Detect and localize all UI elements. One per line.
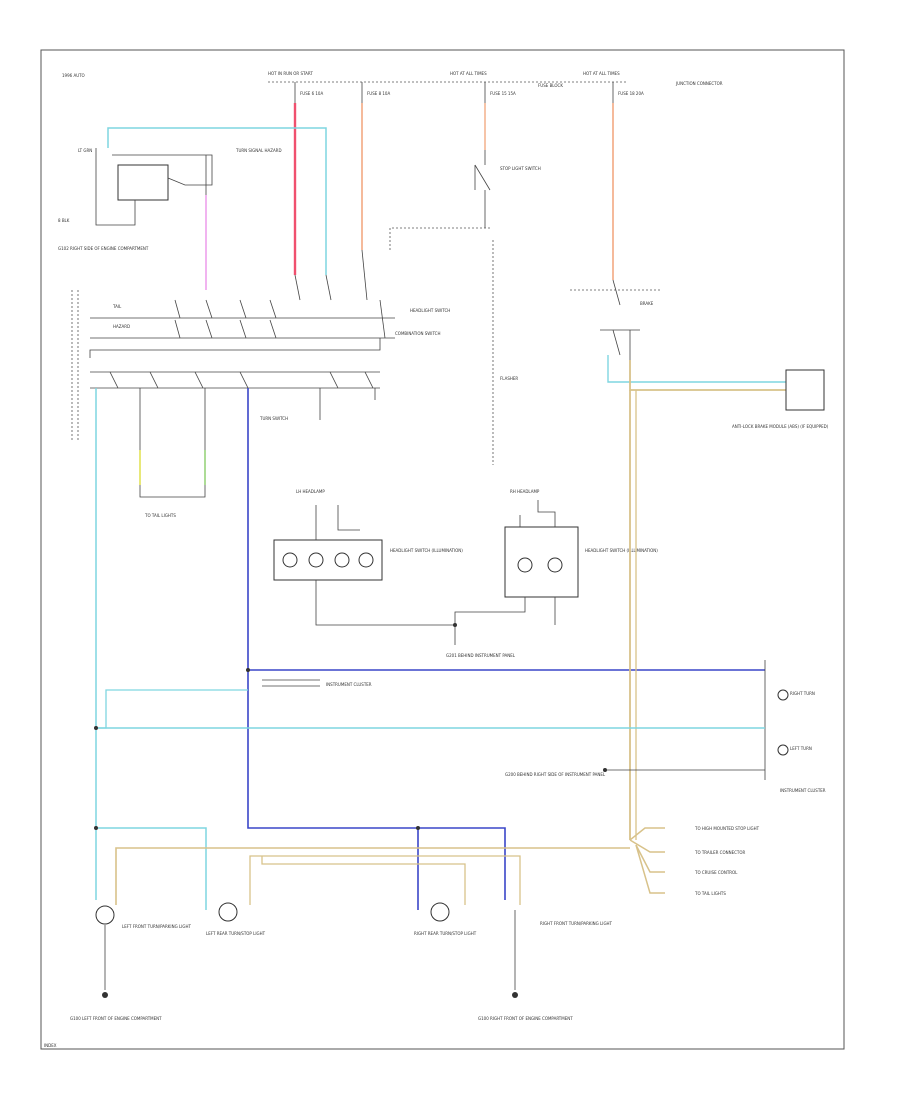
label-gnd-mid: G201 BEHIND INSTRUMENT PANEL <box>446 653 516 658</box>
svg-text:FUSE 6 10A: FUSE 6 10A <box>300 91 323 96</box>
svg-text:LT GRN: LT GRN <box>78 148 92 153</box>
left-front-lamp: LEFT FRONT TURN/PARKING LIGHT G100 LEFT … <box>70 905 191 1021</box>
fuse-c: FUSE 15 15A <box>484 82 516 103</box>
svg-text:TO CRUISE CONTROL: TO CRUISE CONTROL <box>694 870 738 875</box>
svg-text:COMBINATION SWITCH: COMBINATION SWITCH <box>395 331 440 336</box>
headlight-switch: TAIL HAZARD HEADLIGHT SWITCH COMBINATION… <box>71 249 450 440</box>
fuse-b: FUSE 8 10A <box>361 82 390 103</box>
diagram-frame <box>40 49 845 1050</box>
right-outputs: TO HIGH MOUNTED STOP LIGHT TO TRAILER CO… <box>629 826 760 896</box>
svg-text:FUSE 8 10A: FUSE 8 10A <box>367 91 390 96</box>
left-headlamp: LH HEADLAMP HEADLIGHT SWITCH (ILLUMINATI… <box>273 489 463 626</box>
svg-text:TURN SWITCH: TURN SWITCH <box>259 416 288 421</box>
svg-text:LEFT REAR TURN/STOP LIGHT: LEFT REAR TURN/STOP LIGHT <box>206 931 266 936</box>
svg-text:G200 BEHIND RIGHT SIDE OF INST: G200 BEHIND RIGHT SIDE OF INSTRUMENT PAN… <box>505 772 606 777</box>
svg-text:G100 LEFT FRONT OF ENGINE COMP: G100 LEFT FRONT OF ENGINE COMPARTMENT <box>70 1016 162 1021</box>
svg-text:RH HEADLAMP: RH HEADLAMP <box>510 489 540 494</box>
svg-text:BRAKE: BRAKE <box>640 301 654 306</box>
svg-text:HEADLIGHT SWITCH: HEADLIGHT SWITCH <box>410 308 450 313</box>
svg-text:FUSE 15 15A: FUSE 15 15A <box>490 91 516 96</box>
svg-text:TO TRAILER CONNECTOR: TO TRAILER CONNECTOR <box>694 850 745 855</box>
svg-text:LH HEADLAMP: LH HEADLAMP <box>296 489 325 494</box>
svg-text:TO HIGH MOUNTED STOP LIGHT: TO HIGH MOUNTED STOP LIGHT <box>694 826 760 831</box>
svg-text:HEADLIGHT SWITCH (ILLUMINATION: HEADLIGHT SWITCH (ILLUMINATION) <box>390 548 463 553</box>
wire-tan-bus <box>115 847 630 905</box>
wire-blue <box>247 388 506 900</box>
right-front-lamp: RIGHT FRONT TURN/PARKING LIGHT G100 RIGH… <box>478 910 613 1021</box>
wire-tan-right <box>629 360 786 391</box>
svg-text:G100 RIGHT FRONT OF ENGINE COM: G100 RIGHT FRONT OF ENGINE COMPARTMENT <box>478 1016 573 1021</box>
svg-text:STOP LIGHT SWITCH: STOP LIGHT SWITCH <box>500 166 541 171</box>
svg-text:FUSE 18 20A: FUSE 18 20A <box>618 91 644 96</box>
fuse-d: FUSE 18 20A <box>612 82 644 103</box>
stop-light-switch: STOP LIGHT SWITCH <box>389 150 541 250</box>
wire-cyan-bottom <box>96 827 207 910</box>
left-rear-lamp: LEFT REAR TURN/STOP LIGHT <box>206 902 266 936</box>
label-fuse-box: FUSE BLOCK <box>538 83 563 88</box>
right-rear-lamp: RIGHT REAR TURN/STOP LIGHT <box>414 902 477 936</box>
label-flasher: FLASHER <box>500 376 518 381</box>
svg-text:RIGHT TURN: RIGHT TURN <box>790 691 815 696</box>
right-headlamp: RH HEADLAMP HEADLIGHT SWITCH (ILLUMINATI… <box>454 489 658 645</box>
svg-text:TURN SIGNAL HAZARD: TURN SIGNAL HAZARD <box>235 148 282 153</box>
svg-text:LEFT FRONT TURN/PARKING LIGHT: LEFT FRONT TURN/PARKING LIGHT <box>122 924 191 929</box>
brake-switch-right: BRAKE <box>570 279 660 360</box>
svg-text:INSTRUMENT CLUSTER: INSTRUMENT CLUSTER <box>780 788 826 793</box>
splice-points <box>94 623 607 830</box>
svg-text:LEFT TURN: LEFT TURN <box>790 746 812 751</box>
svg-text:ANTI-LOCK BRAKE MODULE (ABS) (: ANTI-LOCK BRAKE MODULE (ABS) (IF EQUIPPE… <box>732 424 829 429</box>
svg-text:TAIL: TAIL <box>112 304 122 309</box>
instrument-illum: INSTRUMENT CLUSTER <box>262 679 372 687</box>
wire-cyan-top <box>107 127 327 275</box>
fuse-a: FUSE 6 10A <box>294 82 323 103</box>
label-top-left: 1996 AUTO <box>62 73 85 78</box>
wire-cyan-mid <box>96 689 248 729</box>
wire-cyan-right <box>607 355 786 383</box>
turn-hazard-relay: TURN SIGNAL HAZARD LT GRN 8 BLK <box>58 148 282 226</box>
tail-light-leads: TO TAIL LIGHTS <box>139 388 206 518</box>
label-hot-run: HOT IN RUN OR START <box>268 71 313 76</box>
label-junction: JUNCTION CONNECTOR <box>675 81 723 86</box>
svg-text:RIGHT FRONT TURN/PARKING LIGHT: RIGHT FRONT TURN/PARKING LIGHT <box>540 921 613 926</box>
instrument-cluster: RIGHT TURN LEFT TURN INSTRUMENT CLUSTER <box>764 660 826 793</box>
svg-text:INSTRUMENT CLUSTER: INSTRUMENT CLUSTER <box>326 682 372 687</box>
svg-text:RIGHT REAR TURN/STOP LIGHT: RIGHT REAR TURN/STOP LIGHT <box>414 931 477 936</box>
svg-text:HEADLIGHT SWITCH (ILLUMINATION: HEADLIGHT SWITCH (ILLUMINATION) <box>585 548 658 553</box>
label-hot-times: HOT AT ALL TIMES <box>583 71 620 76</box>
label-hot-acc: HOT AT ALL TIMES <box>450 71 487 76</box>
svg-text:8 BLK: 8 BLK <box>58 218 70 223</box>
wire-tan-bus2 <box>249 855 521 905</box>
cluster-ground: G200 BEHIND RIGHT SIDE OF INSTRUMENT PAN… <box>505 769 765 777</box>
label-corner: INDEX <box>44 1043 57 1048</box>
svg-text:HAZARD: HAZARD <box>113 324 130 329</box>
svg-text:TO TAIL LIGHTS: TO TAIL LIGHTS <box>694 891 726 896</box>
abs-module: ANTI-LOCK BRAKE MODULE (ABS) (IF EQUIPPE… <box>732 369 829 429</box>
svg-text:TO TAIL LIGHTS: TO TAIL LIGHTS <box>144 513 176 518</box>
wire-tan-bus3 <box>261 856 466 905</box>
label-gnd-note: G102 RIGHT SIDE OF ENGINE COMPARTMENT <box>58 246 149 251</box>
